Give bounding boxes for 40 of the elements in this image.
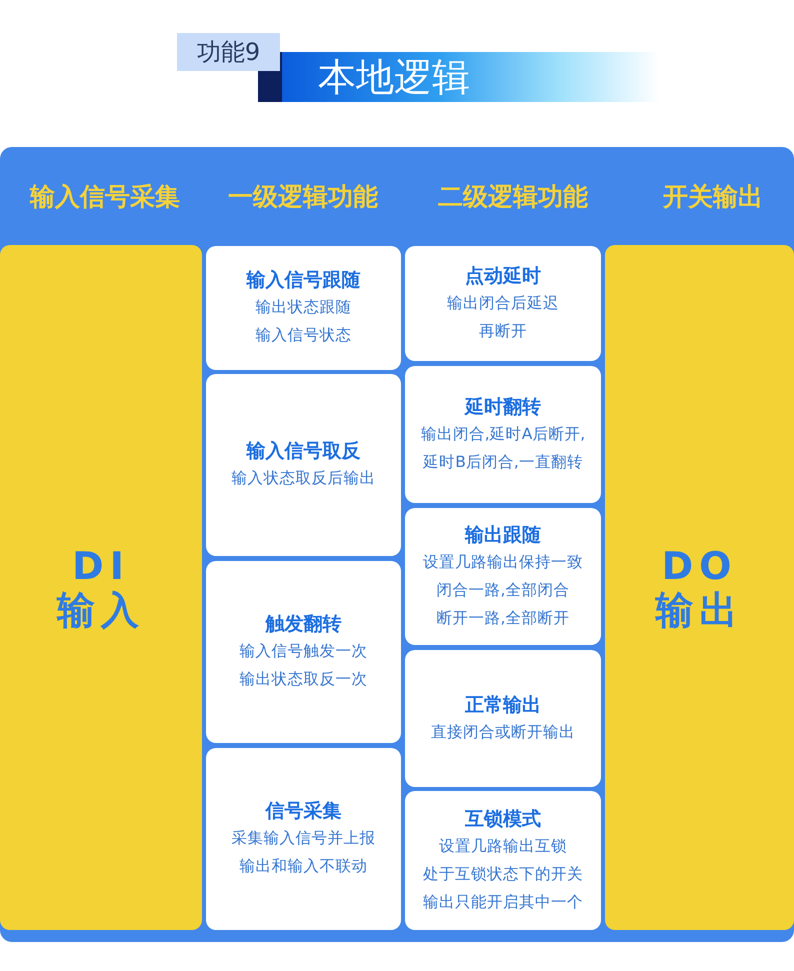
card-title: 输出跟随 bbox=[465, 522, 541, 548]
card-description: 设置几路输出保持一致 bbox=[423, 552, 583, 572]
feature-badge: 功能9 bbox=[177, 33, 280, 71]
function-card bbox=[405, 791, 601, 930]
card-description: 断开一路,全部断开 bbox=[436, 608, 570, 628]
card-title: 互锁模式 bbox=[465, 806, 541, 832]
card-title: 触发翻转 bbox=[266, 612, 342, 637]
function-card bbox=[206, 246, 401, 370]
io-box: DI 输入 bbox=[0, 245, 202, 930]
column-header: 二级逻辑功能 bbox=[437, 181, 589, 213]
function-card bbox=[405, 246, 601, 361]
function-card bbox=[206, 374, 401, 556]
card-title: 输入信号跟随 bbox=[246, 268, 360, 293]
card-description: 直接闭合或断开输出 bbox=[431, 722, 575, 742]
function-card bbox=[206, 748, 401, 930]
card-description: 闭合一路,全部闭合 bbox=[436, 580, 570, 600]
column-header: 一级逻辑功能 bbox=[227, 181, 379, 213]
card-title: 输入信号取反 bbox=[246, 439, 360, 464]
card-title: 点动延时 bbox=[465, 264, 541, 288]
card-description: 输出闭合,延时A后断开,延时B后闭合,一直翻转 bbox=[420, 424, 586, 472]
card-description: 输入信号触发一次输出状态取反一次 bbox=[238, 641, 368, 690]
function-card bbox=[405, 366, 601, 503]
column-header: 输入信号采集 bbox=[28, 181, 181, 213]
card-description: 输出只能开启其中一个 bbox=[423, 892, 583, 912]
card-description: 处于互锁状态下的开关 bbox=[423, 864, 583, 884]
card-description: 输出闭合后延迟再断开 bbox=[446, 292, 560, 342]
card-description: 输出状态跟随输入信号状态 bbox=[254, 297, 352, 346]
card-title: 正常输出 bbox=[465, 692, 541, 718]
io-box: DO 输出 bbox=[605, 245, 794, 930]
card-description: 输入状态取反后输出 bbox=[232, 468, 376, 489]
function-card bbox=[206, 561, 401, 743]
card-description: 设置几路输出互锁 bbox=[439, 836, 567, 856]
column-header: 开关输出 bbox=[662, 181, 764, 213]
title: 本地逻辑 bbox=[318, 54, 470, 100]
table-panel bbox=[0, 147, 794, 942]
function-card bbox=[405, 650, 601, 787]
function-card bbox=[405, 508, 601, 645]
card-description: 采集输入信号并上报输出和输入不联动 bbox=[230, 828, 376, 877]
card-title: 延时翻转 bbox=[465, 394, 541, 420]
card-title: 信号采集 bbox=[266, 799, 342, 824]
